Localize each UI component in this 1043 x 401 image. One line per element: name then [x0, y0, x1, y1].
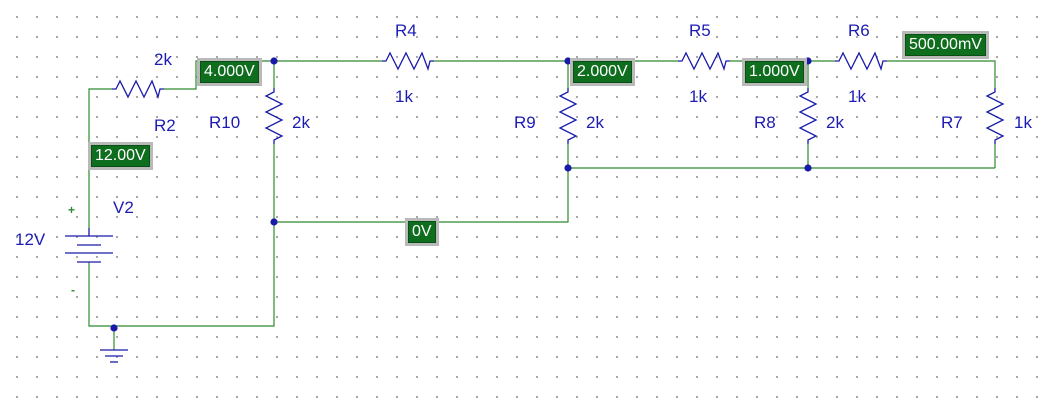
wire-middle-0v[interactable]: [274, 168, 569, 223]
voltage-marker-r7-node[interactable]: 500.00mV: [902, 31, 989, 59]
junction-dot: [564, 164, 572, 172]
voltage-marker-source[interactable]: 12.00V: [88, 142, 153, 170]
junction-dot: [804, 57, 812, 65]
voltage-marker-r9-node[interactable]: 2.000V: [570, 58, 635, 86]
r4-name-label: R4: [395, 21, 417, 40]
r6-name-label: R6: [848, 21, 870, 40]
r7-name-label: R7: [941, 113, 963, 132]
resistor-r8[interactable]: [798, 88, 818, 144]
junction-dot: [270, 57, 278, 65]
voltage-marker-r8-node[interactable]: 1.000V: [742, 58, 807, 86]
resistor-r10[interactable]: [264, 88, 284, 144]
r9-value-label: 2k: [586, 113, 604, 132]
r2-value-label: 2k: [154, 50, 172, 69]
v2-plus-label: +: [68, 203, 75, 217]
resistor-r5[interactable]: [678, 51, 730, 72]
junction-dot: [564, 57, 572, 65]
r7-value-label: 1k: [1014, 113, 1032, 132]
wire-r10-bottom[interactable]: [114, 144, 275, 327]
r10-name-label: R10: [209, 113, 240, 132]
resistor-r2[interactable]: [112, 79, 164, 100]
wire-source-to-ground[interactable]: [88, 262, 114, 327]
battery-v2[interactable]: [65, 228, 113, 263]
v2-minus-label: -: [71, 283, 75, 297]
v2-value-label: 12V: [15, 230, 46, 249]
junction-dot: [804, 164, 812, 172]
r9-name-label: R9: [514, 113, 536, 132]
wire-r6-to-r7[interactable]: [887, 60, 996, 88]
v2-name-label: V2: [113, 198, 134, 217]
r8-name-label: R8: [754, 113, 776, 132]
junction-dot: [110, 324, 118, 332]
r5-value-label: 1k: [689, 87, 707, 106]
wire-source-to-r2[interactable]: [88, 88, 112, 228]
r10-value-label: 2k: [292, 113, 310, 132]
r8-value-label: 2k: [826, 113, 844, 132]
ground-icon: [100, 349, 128, 363]
resistor-r7[interactable]: [985, 88, 1005, 144]
voltage-marker-middle[interactable]: 0V: [405, 218, 439, 246]
r5-name-label: R5: [689, 21, 711, 40]
resistor-r4[interactable]: [382, 51, 434, 72]
junction-dot: [270, 218, 278, 226]
r4-value-label: 1k: [395, 87, 413, 106]
resistor-r9[interactable]: [558, 88, 578, 144]
r6-value-label: 1k: [848, 87, 866, 106]
r2-name-label: R2: [154, 116, 176, 135]
junctions: [110, 57, 812, 332]
voltage-marker-r10-node[interactable]: 4.000V: [197, 58, 262, 86]
resistor-r6[interactable]: [835, 51, 887, 72]
